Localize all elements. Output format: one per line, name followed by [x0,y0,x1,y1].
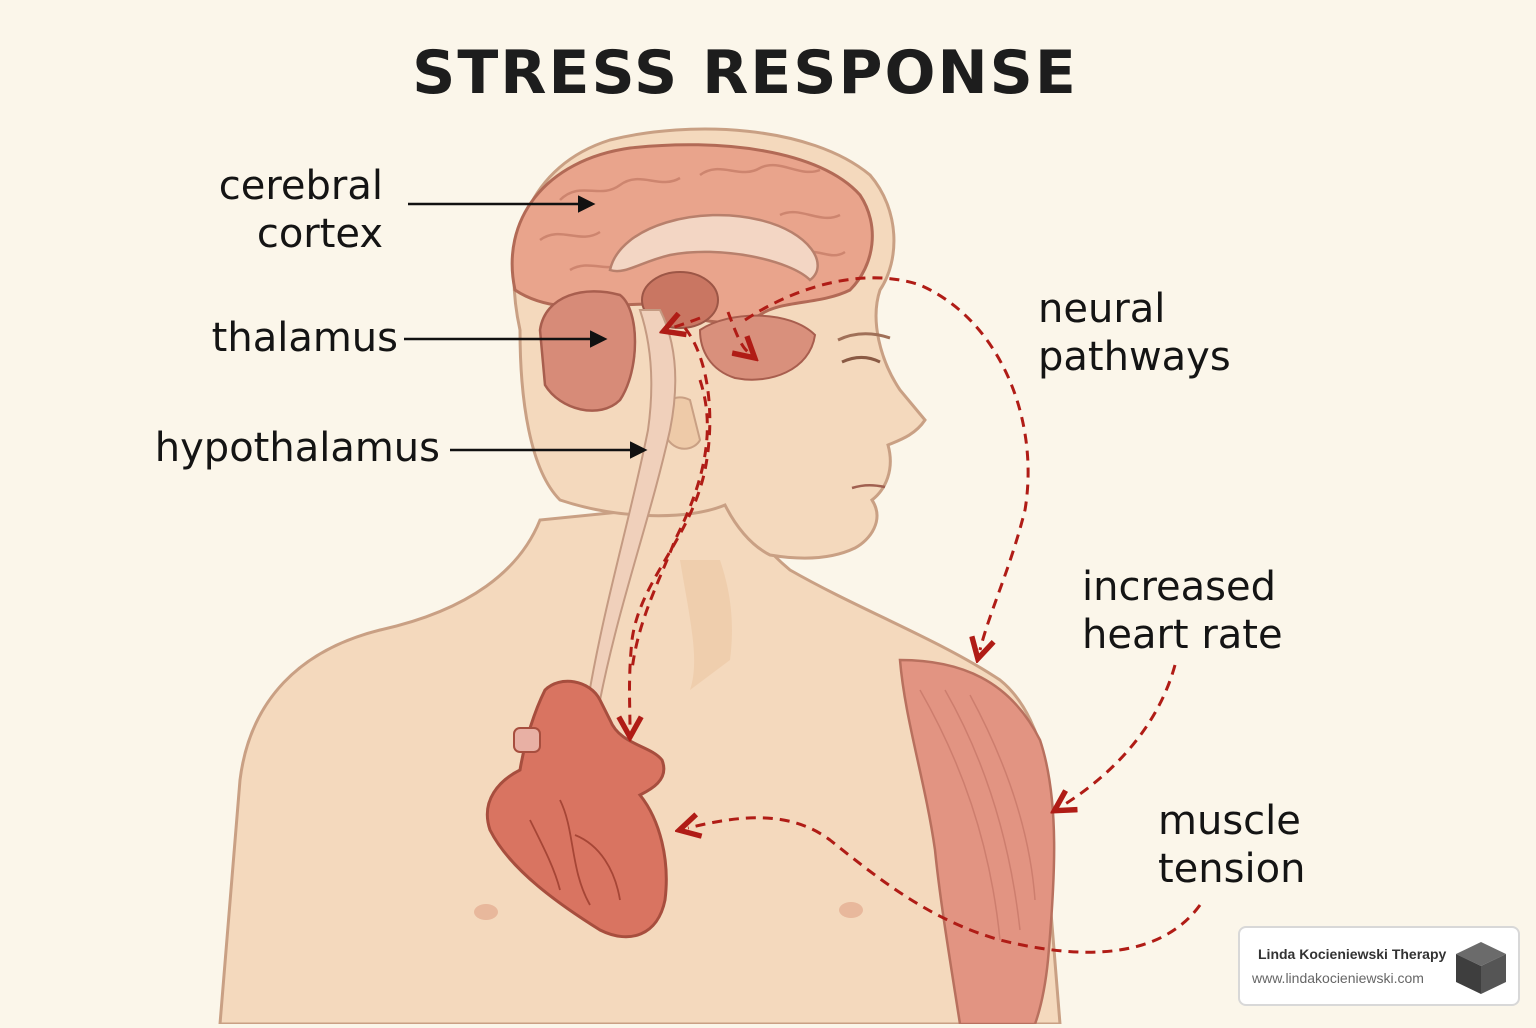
label-line: heart rate [1082,611,1283,659]
watermark-name: Linda Kocieniewski Therapy [1258,946,1446,962]
label-line: neural [1038,285,1231,333]
label-line: muscle [1158,797,1305,845]
heart-rate-pathway [1062,665,1175,806]
label-line: tension [1158,845,1305,893]
label-increased-heart-rate: increased heart rate [1082,563,1283,659]
label-line: increased [1082,563,1283,611]
label-thalamus: thalamus [150,314,398,362]
label-cerebral-cortex: cerebral cortex [150,162,383,258]
watermark-badge: Linda Kocieniewski Therapy www.lindakoci… [1238,926,1520,1006]
watermark-url: www.lindakocieniewski.com [1252,970,1424,986]
temporal-lobe [540,291,635,410]
label-muscle-tension: muscle tension [1158,797,1305,893]
cube-icon [1452,938,1510,996]
label-neural-pathways: neural pathways [1038,285,1231,381]
diagram-title: STRESS RESPONSE [0,38,1490,108]
label-line: cerebral [150,162,383,210]
label-line: pathways [1038,333,1231,381]
label-hypothalamus: hypothalamus [100,424,440,472]
label-line: cortex [150,210,383,258]
